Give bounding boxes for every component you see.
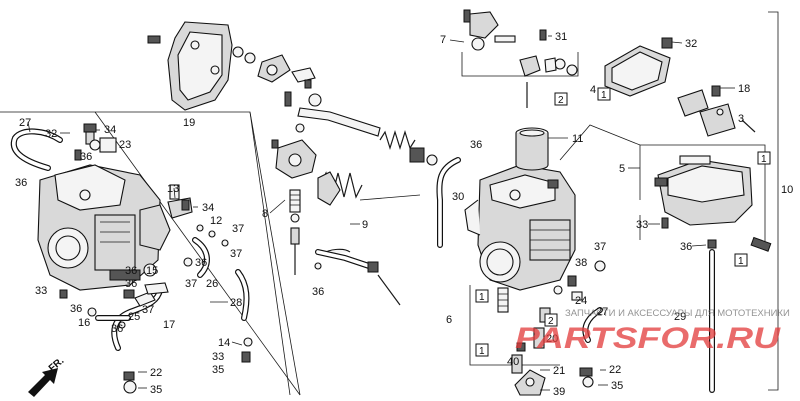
callout-37-upper: 37 (232, 223, 244, 235)
callout-36-d: 36 (125, 265, 137, 277)
part-6-jets (497, 287, 551, 396)
callout-35-bottom: 35 (212, 364, 224, 376)
callout-26: 26 (206, 278, 218, 290)
callout-36-right: 36 (680, 241, 692, 253)
callout-38: 38 (575, 257, 587, 269)
callout-32: 32 (685, 38, 697, 50)
callout-19: 19 (183, 117, 195, 129)
frame-lines (0, 11, 779, 396)
callout-32-left: 32 (45, 128, 57, 140)
callout-37-b: 37 (230, 248, 242, 260)
box-label-1-e: 1 (479, 346, 485, 357)
callout-24: 24 (575, 295, 587, 307)
callout-2: 3 (738, 113, 744, 125)
box-label-2-a: 2 (558, 95, 564, 106)
callout-36-left: 36 (80, 151, 92, 163)
callout-33-left: 33 (35, 285, 47, 297)
hose-16-17 (95, 287, 163, 351)
part-11-piston (515, 127, 549, 171)
callout-27-left: 27 (19, 117, 31, 129)
left-small-parts (59, 35, 253, 394)
part-5-float-bowl (654, 155, 753, 229)
callout-36-center: 36 (470, 139, 482, 151)
callout-36-c: 36 (195, 257, 207, 269)
part-3-float (677, 85, 756, 137)
callout-23: 23 (119, 139, 131, 151)
callout-21: 21 (553, 365, 565, 377)
part-19-cover (167, 21, 233, 111)
callout-27-right: 27 (596, 306, 608, 318)
springs (317, 129, 438, 206)
main-carburetor-body (464, 164, 576, 291)
callout-16: 16 (78, 317, 90, 329)
callout-6: 6 (446, 314, 452, 326)
watermark-tagline: ЗАПЧАСТИ И АКСЕССУАРЫ ДЛЯ МОТОТЕХНИКИ (565, 308, 790, 319)
left-carburetor-body (37, 164, 171, 291)
callout-34-mid: 34 (202, 202, 214, 214)
watermark: ЗАПЧАСТИ И АКСЕССУАРЫ ДЛЯ МОТОТЕХНИКИ PA… (515, 308, 790, 355)
callout-20: 20 (546, 333, 558, 345)
box-labels: 1 2 1 1 1 2 1 (475, 87, 771, 357)
callout-34-top: 34 (104, 124, 116, 136)
callout-36-g: 36 (111, 323, 123, 335)
callout-35-left: 35 (150, 384, 162, 396)
callout-25: 25 (128, 311, 140, 323)
callout-12: 12 (210, 215, 222, 227)
box-label-1-a: 1 (601, 90, 607, 101)
box-label-1-d: 1 (479, 292, 485, 303)
callout-28: 28 (230, 297, 242, 309)
callout-9: 9 (362, 219, 368, 231)
callout-30: 30 (452, 191, 464, 203)
part-4-cover (604, 37, 673, 97)
callout-36-mid: 36 (312, 286, 324, 298)
part-7-group (463, 9, 578, 108)
callout-35-right: 35 (611, 380, 623, 392)
callout-31: 31 (555, 31, 567, 43)
callout-1: 11 (572, 133, 583, 145)
right-small-parts (553, 236, 772, 388)
leader-lines (27, 35, 735, 391)
callout-13: 13 (167, 183, 179, 195)
hose-27 (10, 128, 63, 171)
callout-7: 7 (440, 34, 446, 46)
callout-29: 29 (674, 311, 686, 323)
callout-39: 39 (553, 386, 565, 398)
callout-8: 8 (262, 208, 268, 220)
callout-5: 5 (619, 163, 625, 175)
callout-36-leftmost: 36 (15, 177, 27, 189)
callout-14: 14 (218, 337, 230, 349)
callouts: 11 3 7 31 32 4 18 5 10 33 36 37 38 24 27… (15, 31, 793, 398)
hose-26 (192, 237, 210, 278)
part-9-jet (314, 248, 401, 306)
bracket-part (271, 123, 317, 179)
callout-36-e: 36 (125, 278, 137, 290)
callout-10: 10 (781, 184, 793, 196)
hose-29 (707, 239, 717, 393)
box-label-2-b: 2 (548, 316, 554, 327)
callout-37-c: 37 (185, 278, 197, 290)
callout-37-d: 37 (142, 304, 154, 316)
callout-17: 17 (163, 319, 175, 331)
callout-40: 40 (507, 356, 519, 368)
callout-22-left: 22 (150, 367, 162, 379)
callout-18: 18 (738, 83, 750, 95)
callout-33-right: 33 (636, 219, 648, 231)
front-arrow (28, 368, 58, 397)
box-label-1-b: 1 (761, 154, 767, 165)
hose-30 (436, 157, 461, 248)
box-label-1-c: 1 (738, 256, 744, 267)
callout-33-bottom: 33 (212, 351, 224, 363)
callout-36-f: 36 (70, 303, 82, 315)
hose-28 (235, 269, 250, 321)
callout-22-right: 22 (609, 364, 621, 376)
callout-4: 4 (590, 84, 596, 96)
callout-37-right: 37 (594, 241, 606, 253)
throttle-linkage (232, 46, 381, 137)
watermark-brand: PARTSFOR.RU (515, 322, 782, 355)
part-8-needle (289, 189, 301, 275)
callout-15: 15 (146, 265, 158, 277)
